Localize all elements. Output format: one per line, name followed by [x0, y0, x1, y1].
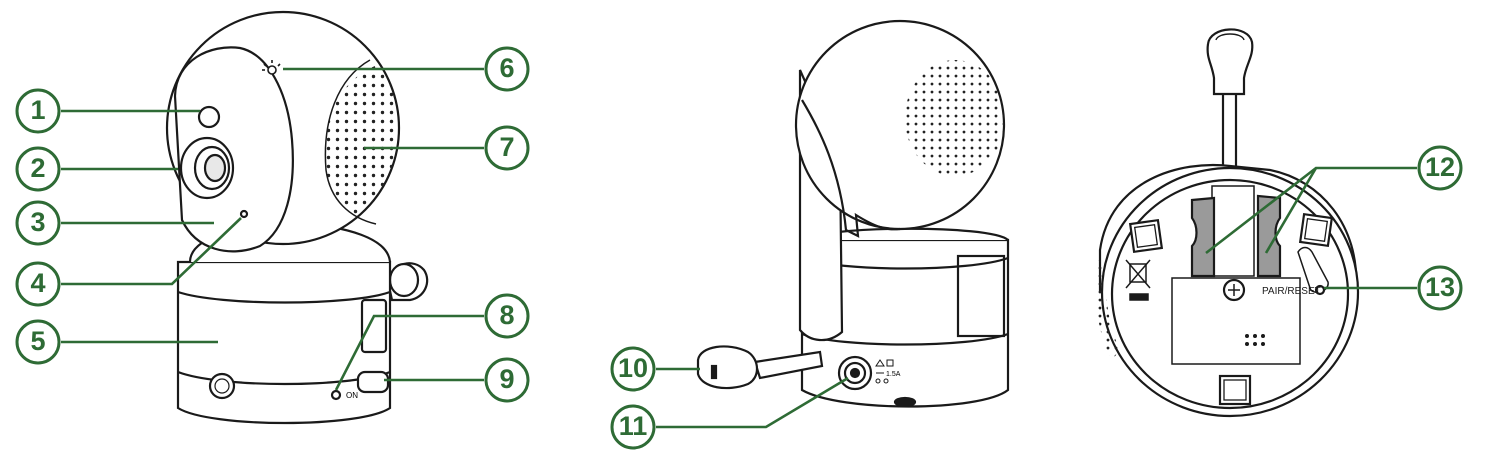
callout-circle — [484, 46, 530, 92]
leader-line-12b — [1264, 167, 1318, 254]
callout-13: 13 — [1417, 265, 1463, 311]
callout-number: 9 — [499, 364, 514, 394]
reset-hole — [1297, 246, 1329, 296]
callout-circle — [484, 125, 530, 171]
light-sensor — [197, 105, 221, 129]
camera-lens — [179, 136, 235, 200]
callout-number: 10 — [618, 353, 648, 383]
mounting-slots — [1190, 185, 1282, 278]
callout-12: 12 — [1417, 145, 1463, 191]
microphone-hole — [239, 209, 249, 219]
callout-circle — [610, 346, 656, 392]
center-screw — [1222, 278, 1246, 302]
callout-number: 1 — [30, 95, 45, 125]
leader-line-4 — [61, 217, 242, 286]
callout-circle — [15, 88, 61, 134]
callout-circle — [15, 261, 61, 307]
callout-circle — [15, 319, 61, 365]
callout-circle — [484, 293, 530, 339]
rating-icons — [875, 359, 894, 384]
face-plate — [173, 46, 294, 253]
label-plate — [1171, 277, 1301, 365]
light-symbol-icon — [262, 60, 281, 75]
weee-icon — [1125, 259, 1151, 301]
leader-lines — [61, 67, 1417, 429]
rating-label: 1.5A — [886, 371, 901, 378]
callout-circle — [610, 404, 656, 450]
rubber-feet — [1128, 212, 1334, 406]
base-cylinder — [176, 222, 392, 425]
callout-circle — [15, 146, 61, 192]
callout-number: 5 — [30, 326, 45, 356]
callout-number: 13 — [1425, 272, 1455, 302]
callout-11: 11 — [610, 404, 656, 450]
callout-10: 10 — [610, 346, 656, 392]
side-knob — [386, 262, 429, 302]
callout-number: 11 — [619, 411, 648, 441]
callout-number: 12 — [1425, 152, 1455, 182]
callout-number: 6 — [499, 53, 514, 83]
dc-port — [837, 355, 873, 391]
pair-reset-label: PAIR/RESET — [1262, 286, 1321, 297]
callout-number: 4 — [30, 268, 45, 298]
callout-number: 3 — [30, 207, 45, 237]
on-label: ON — [346, 391, 358, 400]
callout-9: 9 — [484, 357, 530, 403]
back-view — [696, 19, 1010, 408]
back-head-sphere — [794, 19, 1006, 231]
callout-1: 1 — [15, 88, 61, 134]
callout-number: 8 — [499, 300, 514, 330]
callout-4: 4 — [15, 261, 61, 307]
callout-7: 7 — [484, 125, 530, 171]
callout-6: 6 — [484, 46, 530, 92]
callout-circle — [1417, 145, 1463, 191]
callout-circle — [15, 200, 61, 246]
bottom-cable — [1206, 28, 1254, 176]
callout-8: 8 — [484, 293, 530, 339]
leader-line-8 — [334, 314, 484, 391]
bottom-view — [1094, 28, 1360, 418]
leader-line-11 — [656, 376, 849, 429]
callout-3: 3 — [15, 200, 61, 246]
callout-5: 5 — [15, 319, 61, 365]
front-view — [165, 10, 429, 425]
dot-grid — [1245, 334, 1265, 346]
callout-number: 2 — [30, 153, 45, 183]
power-led — [330, 389, 342, 401]
usb-cable — [696, 345, 824, 390]
callout-number: 7 — [499, 132, 514, 162]
logo-badge — [208, 372, 236, 400]
callout-circle — [1417, 265, 1463, 311]
callout-circle — [484, 357, 530, 403]
callout-2: 2 — [15, 146, 61, 192]
power-switch — [356, 370, 390, 394]
